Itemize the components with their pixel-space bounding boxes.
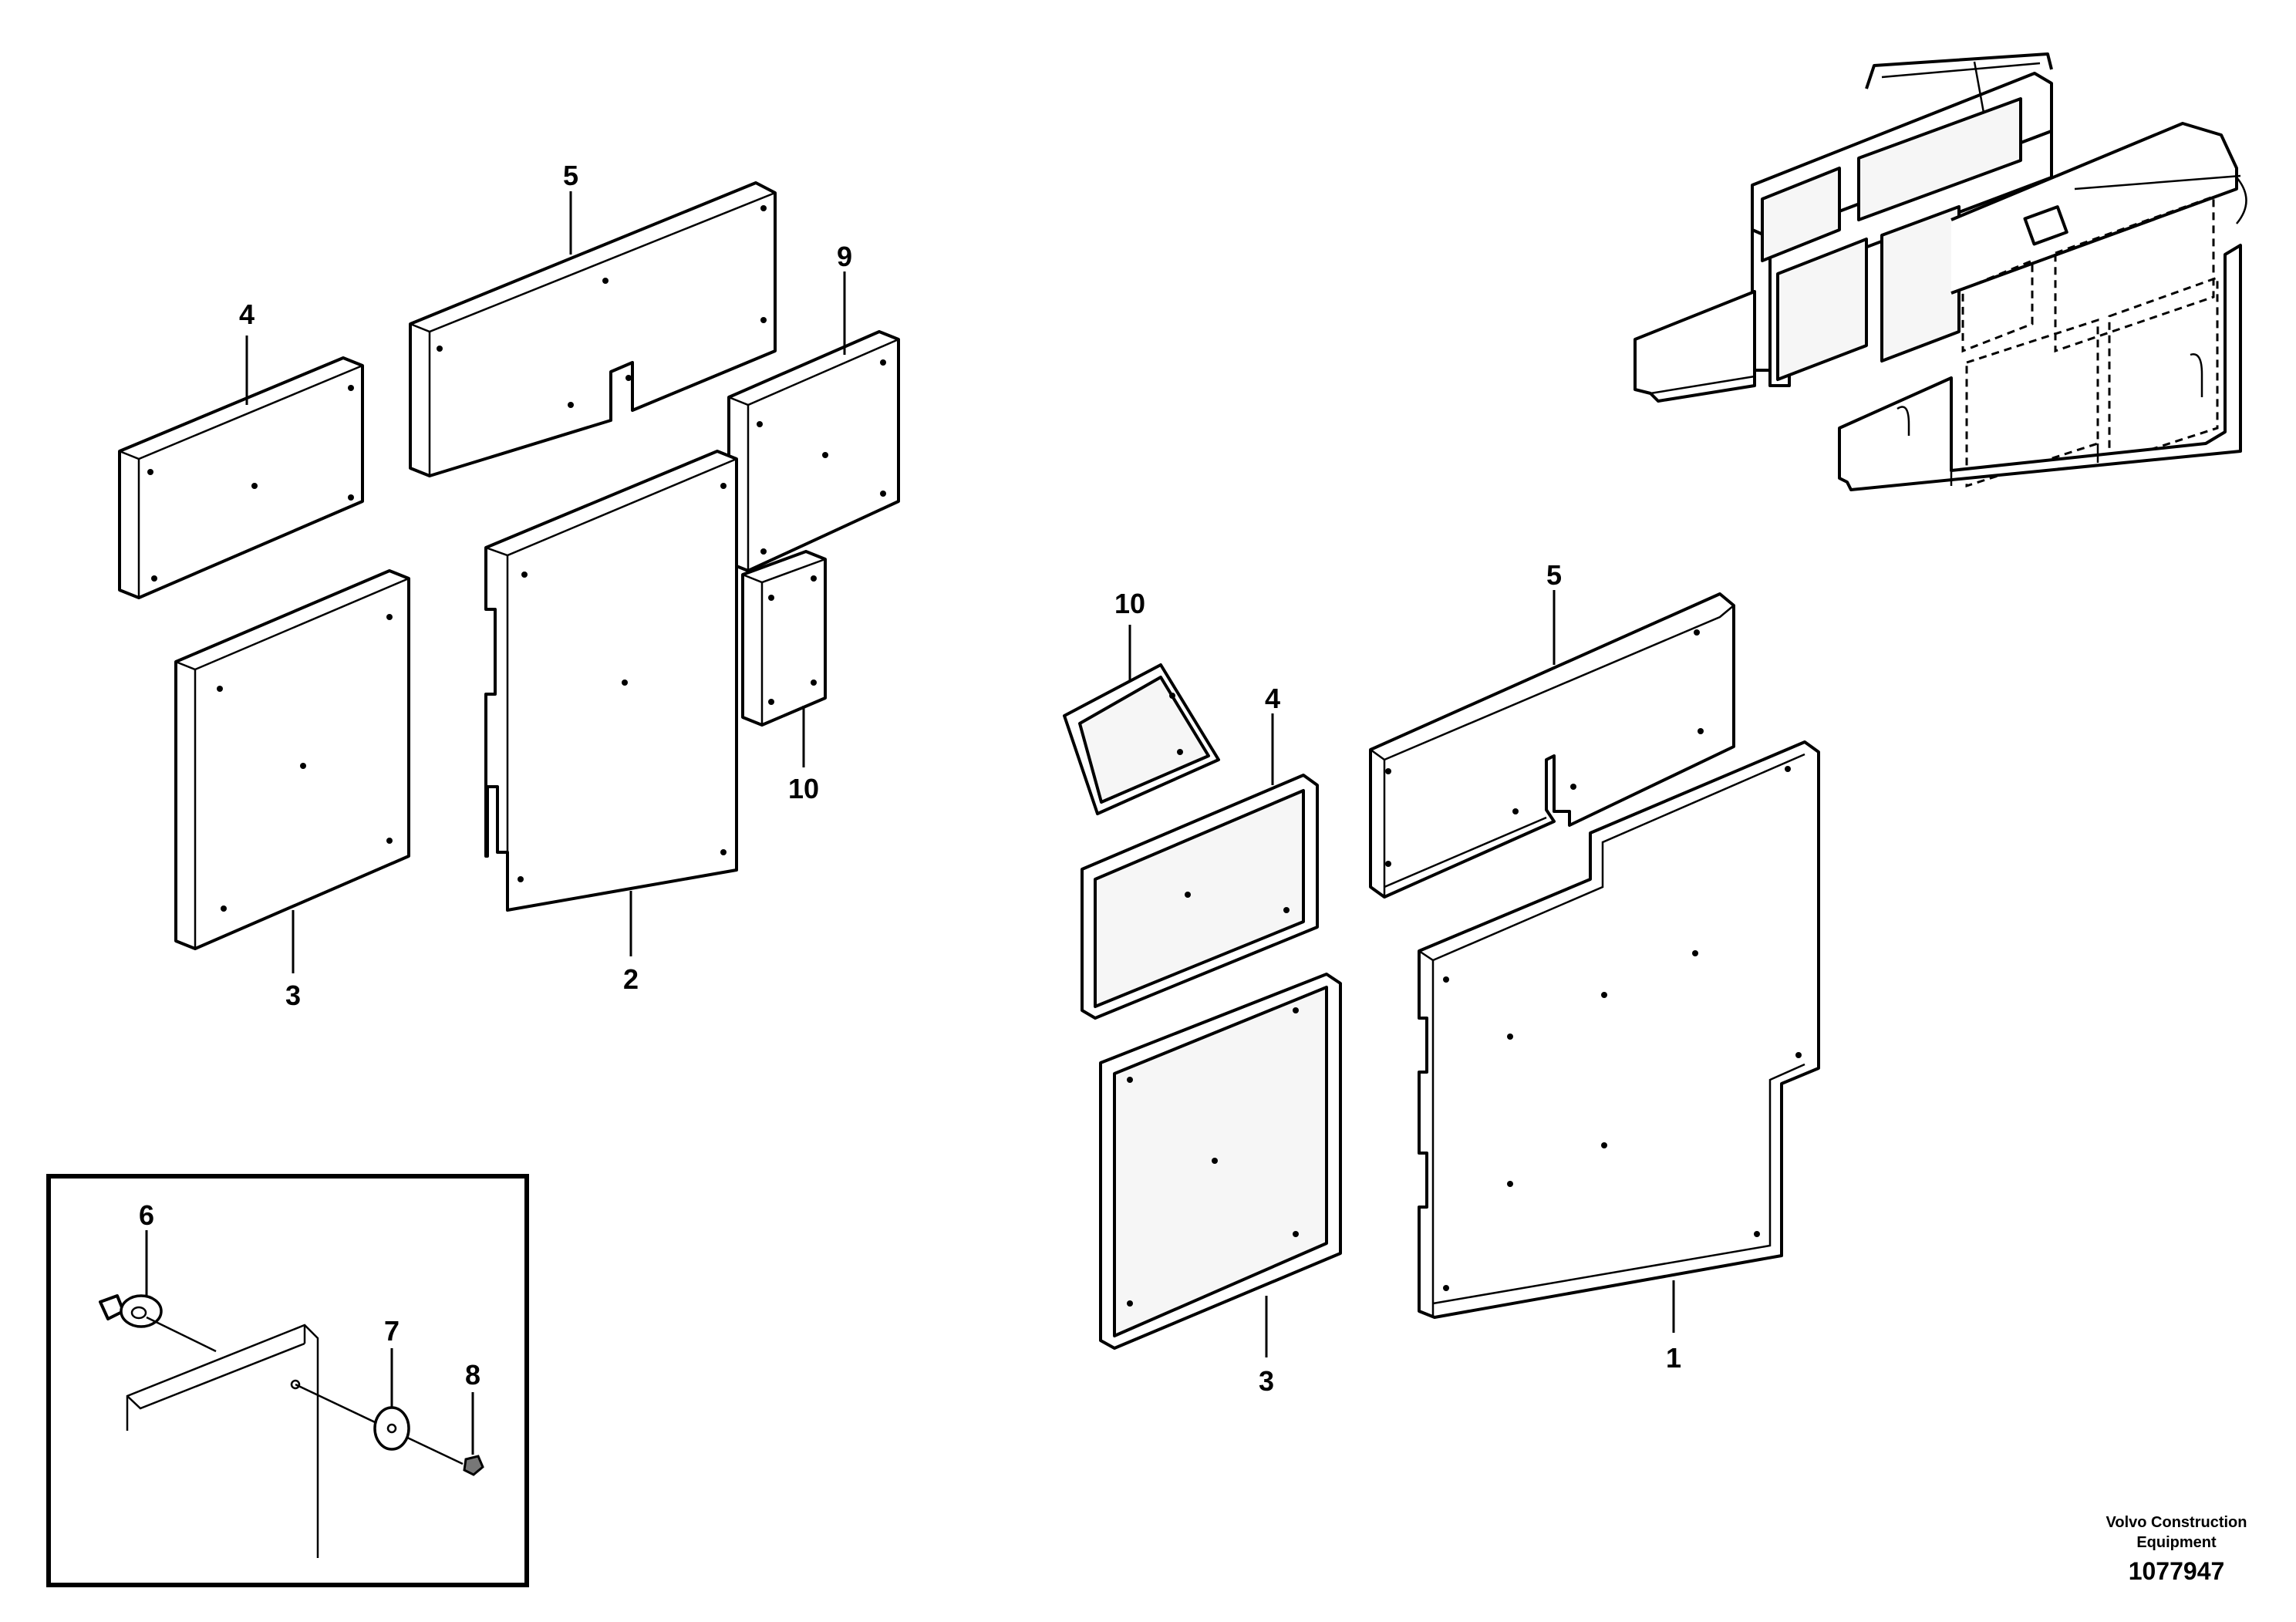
left-panel-5	[409, 181, 777, 477]
fastener-detail-box	[46, 1174, 529, 1587]
left-panel-9	[727, 330, 900, 572]
right-cover-10	[1063, 663, 1220, 815]
left-panel-4	[118, 356, 364, 599]
callout-left-5: 5	[563, 160, 578, 191]
callout-detail-8: 8	[465, 1359, 480, 1391]
right-cover-4	[1081, 774, 1319, 1020]
callout-right-1: 1	[1666, 1342, 1681, 1374]
left-panel-2	[484, 450, 738, 912]
callout-left-2: 2	[623, 963, 639, 995]
right-cover-3	[1099, 973, 1342, 1350]
cab-overview-illustration	[1633, 52, 2247, 491]
callout-right-4: 4	[1265, 683, 1280, 714]
left-panel-3	[174, 569, 410, 950]
callout-right-3: 3	[1259, 1365, 1274, 1397]
left-panel-10	[741, 550, 827, 727]
callout-left-4: 4	[239, 298, 255, 330]
right-cover-5	[1369, 592, 1735, 899]
callout-detail-6: 6	[139, 1199, 154, 1231]
callout-detail-7: 7	[384, 1315, 400, 1347]
right-cover-1	[1418, 740, 1820, 1319]
brand-name-line1: Volvo Construction	[2106, 1514, 2247, 1531]
brand-name-line2: Equipment	[2136, 1534, 2217, 1551]
callout-right-5: 5	[1546, 559, 1562, 591]
callout-right-10: 10	[1114, 588, 1145, 619]
document-number: 1077947	[2129, 1557, 2225, 1585]
callout-left-3: 3	[285, 980, 301, 1011]
callout-left-9: 9	[837, 241, 852, 272]
callout-left-10: 10	[788, 773, 819, 804]
